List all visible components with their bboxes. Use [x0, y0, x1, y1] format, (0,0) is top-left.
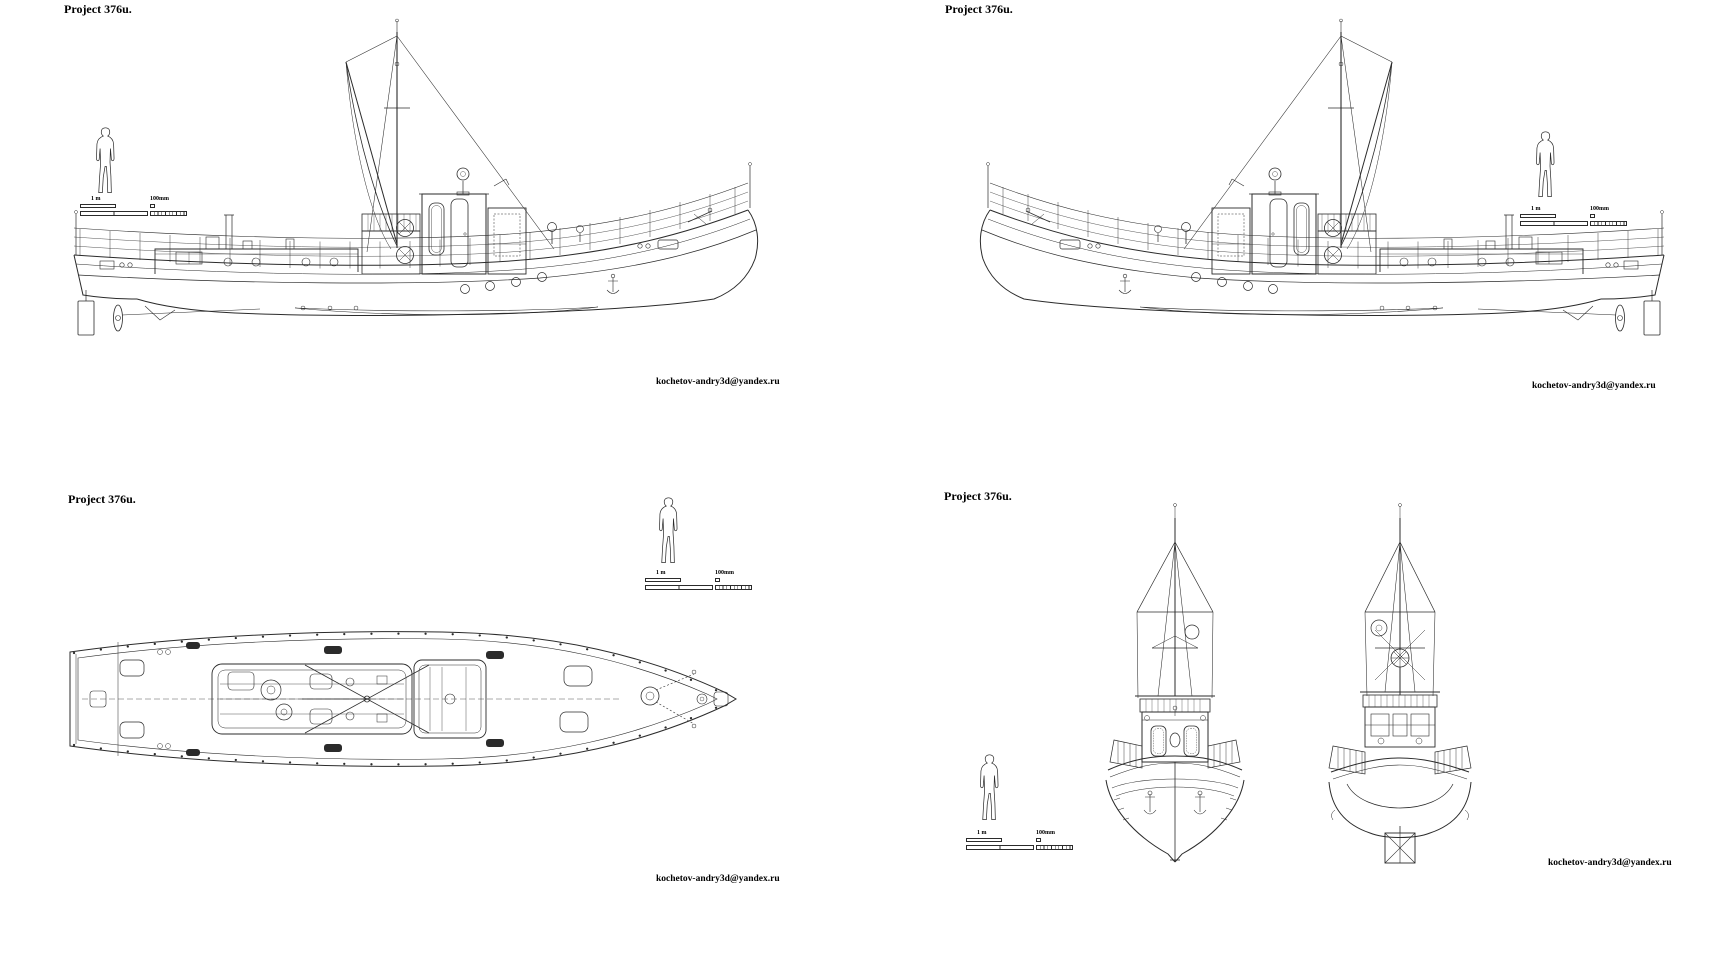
scale-label-1m: 1 m — [91, 196, 101, 202]
scale-label-100mm: 100mm — [715, 570, 734, 576]
scale-label-100mm: 100mm — [1590, 206, 1609, 212]
credit-email: kochetov-andry3d@yandex.ru — [656, 874, 780, 884]
scale-bars: 1 m 100mm — [80, 196, 188, 222]
page-title: Project 376u. — [68, 492, 136, 506]
side-view-mirrored-drawing — [948, 18, 1678, 348]
credit-email: kochetov-andry3d@yandex.ru — [656, 377, 780, 387]
scale-bar-meter-divided — [1520, 221, 1588, 226]
scale-bar-mm-segmented — [1590, 221, 1627, 226]
human-figure — [1532, 130, 1559, 202]
scale-label-1m: 1 m — [1531, 206, 1541, 212]
credit-email: kochetov-andry3d@yandex.ru — [1548, 858, 1672, 868]
scale-bar-meter — [1520, 214, 1556, 218]
scale-bar-mm-segmented — [715, 585, 752, 590]
human-figure — [92, 126, 119, 198]
scale-bars: 1 m 100mm — [966, 830, 1074, 856]
scale-bar-meter — [966, 838, 1002, 842]
scale-square — [1036, 838, 1041, 842]
page-title: Project 376u. — [945, 2, 1013, 16]
scale-bar-meter-divided — [966, 845, 1034, 850]
scale-bar-meter-divided — [645, 585, 713, 590]
scale-bar-mm-segmented — [150, 211, 187, 216]
scale-bar-meter-divided — [80, 211, 148, 216]
bow-view-drawing — [1090, 500, 1260, 870]
scale-label-1m: 1 m — [977, 830, 987, 836]
scale-bars: 1 m 100mm — [1520, 206, 1628, 232]
scale-bar-meter — [645, 578, 681, 582]
scale-square — [1590, 214, 1595, 218]
human-figure — [976, 753, 1003, 825]
scale-bars: 1 m 100mm — [645, 570, 753, 596]
scale-square — [150, 204, 155, 208]
scale-label-100mm: 100mm — [1036, 830, 1055, 836]
deck-plan-drawing — [62, 612, 752, 787]
scale-bar-mm-segmented — [1036, 845, 1073, 850]
credit-email: kochetov-andry3d@yandex.ru — [1532, 381, 1656, 391]
scale-bar-meter — [80, 204, 116, 208]
stern-view-drawing — [1315, 500, 1485, 870]
scale-label-1m: 1 m — [656, 570, 666, 576]
human-figure — [655, 496, 682, 568]
side-view-drawing — [60, 18, 790, 348]
scale-label-100mm: 100mm — [150, 196, 169, 202]
page-title: Project 376u. — [64, 2, 132, 16]
page-title: Project 376u. — [944, 489, 1012, 503]
scale-square — [715, 578, 720, 582]
